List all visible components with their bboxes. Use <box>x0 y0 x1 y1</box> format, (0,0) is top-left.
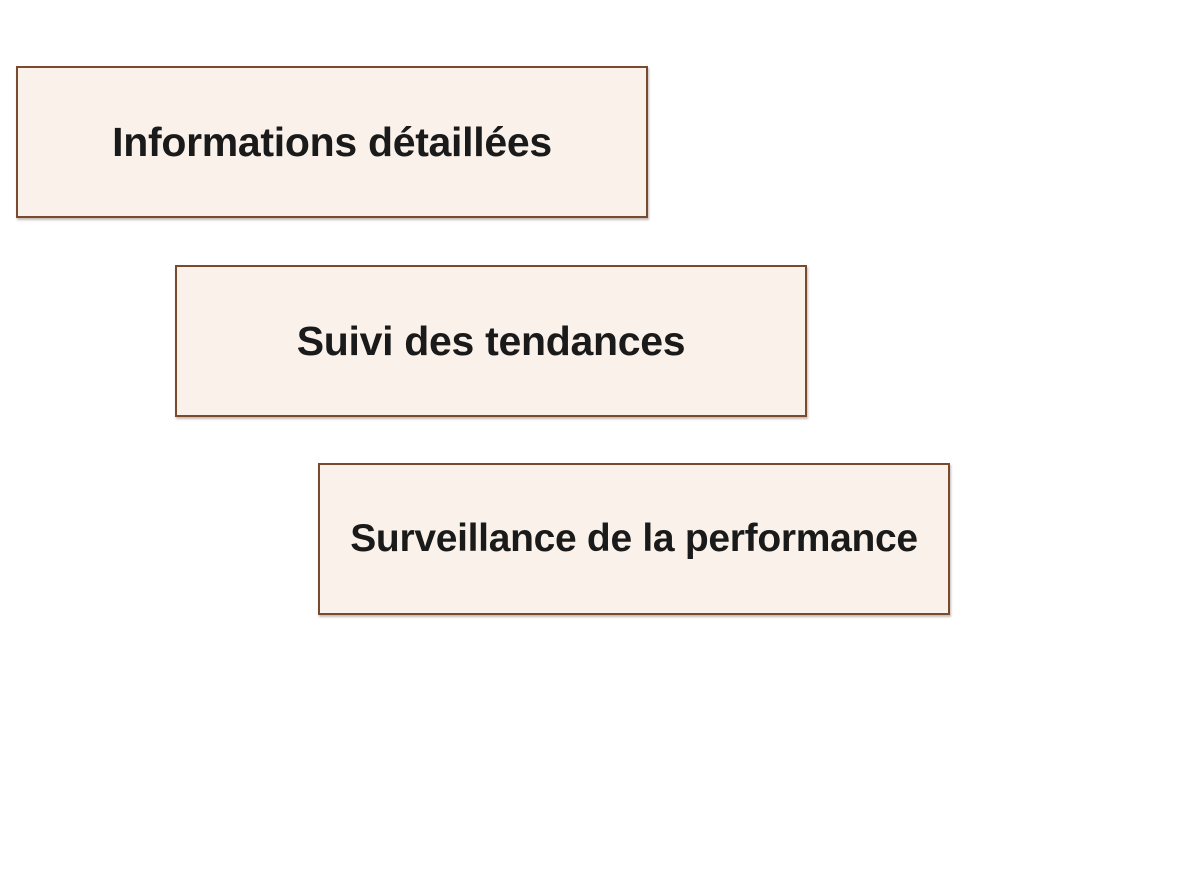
step-box-surveillance-performance: Surveillance de la performance <box>318 463 950 615</box>
step-label: Surveillance de la performance <box>350 517 918 560</box>
step-box-suivi-des-tendances: Suivi des tendances <box>175 265 807 417</box>
step-label: Suivi des tendances <box>296 317 686 364</box>
step-label: Informations détaillées <box>112 118 552 165</box>
step-box-informations-detaillees: Informations détaillées <box>16 66 648 218</box>
